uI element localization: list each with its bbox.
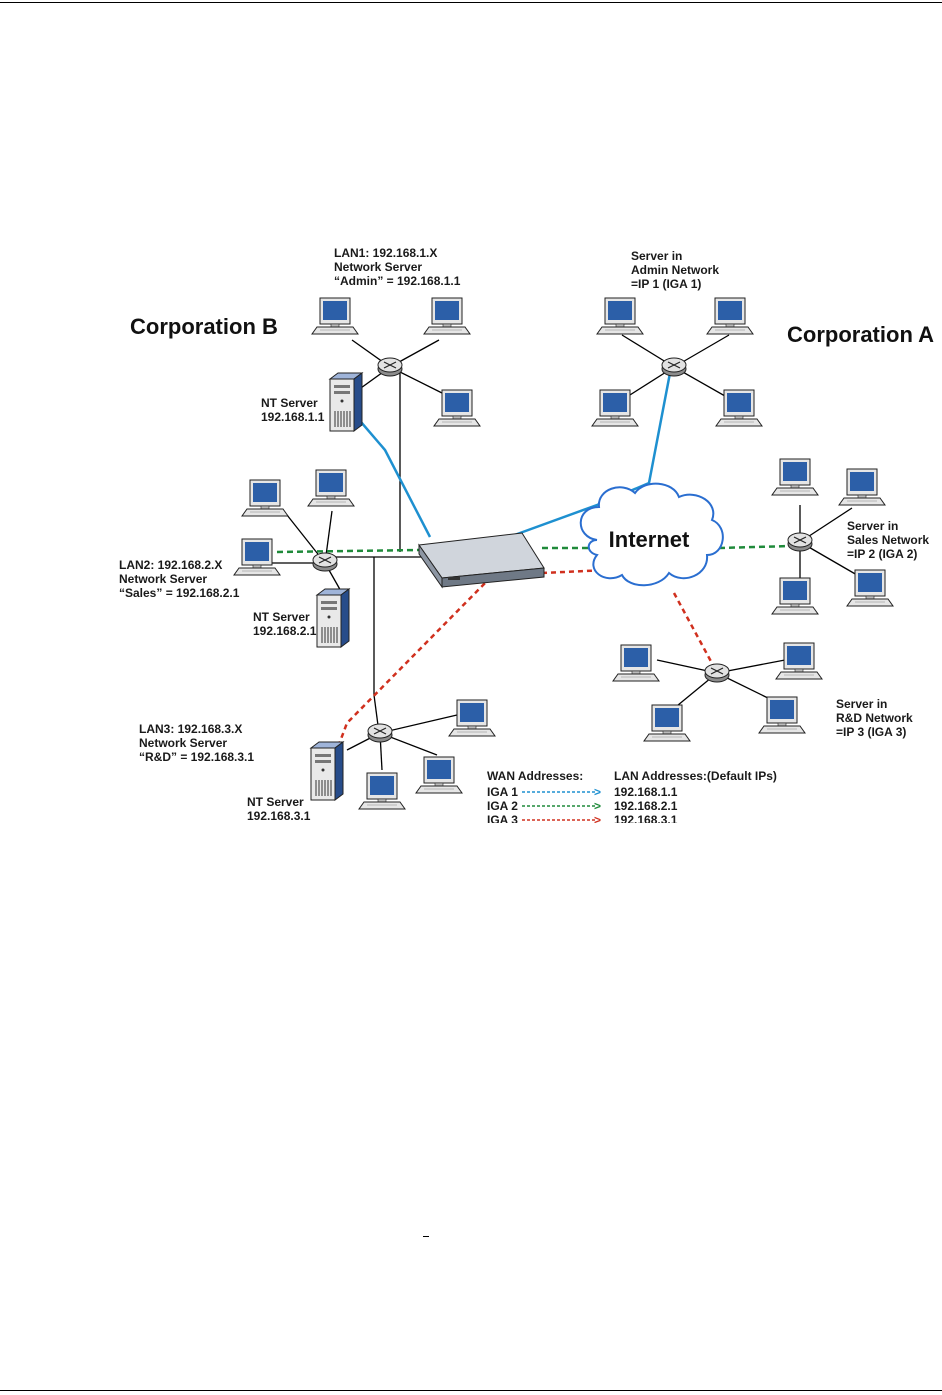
legend-row-wan: IGA 3 bbox=[487, 813, 518, 823]
lan2-label: LAN2: 192.168.2.X Network Server “Sales”… bbox=[119, 558, 240, 600]
corporation-b-label: Corporation B bbox=[130, 314, 278, 339]
network-diagram: Internet Corporation B Corporation A LAN… bbox=[117, 245, 942, 828]
svg-text:=IP 1 (IGA 1): =IP 1 (IGA 1) bbox=[631, 277, 701, 291]
server-sales-label: Server in Sales Network =IP 2 (IGA 2) bbox=[847, 519, 929, 561]
nt-server-2-icon bbox=[316, 588, 350, 648]
legend-row-lan: 192.168.3.1 bbox=[614, 813, 678, 823]
legend-row-arrowhead: > bbox=[594, 799, 601, 813]
internet-label: Internet bbox=[609, 527, 690, 552]
iga2-links bbox=[276, 544, 792, 554]
legend-lan-header: LAN Addresses:(Default IPs) bbox=[614, 769, 777, 783]
svg-text:Server in: Server in bbox=[631, 249, 682, 263]
computer-icon bbox=[612, 644, 660, 682]
nt-server-3-icon bbox=[310, 741, 344, 801]
computer-icon bbox=[423, 297, 471, 335]
svg-text:192.168.2.1: 192.168.2.1 bbox=[253, 624, 317, 638]
server-admin-label: Server in Admin Network =IP 1 (IGA 1) bbox=[631, 249, 719, 291]
nt-server-1-icon bbox=[329, 372, 363, 432]
legend-row-wan: IGA 1 bbox=[487, 785, 518, 799]
gateway-router-icon bbox=[418, 532, 545, 589]
svg-text:Network Server: Network Server bbox=[139, 736, 227, 750]
computer-icon bbox=[758, 696, 806, 734]
computer-icon bbox=[358, 772, 406, 810]
svg-text:Server in: Server in bbox=[847, 519, 898, 533]
address-legend: WAN Addresses: LAN Addresses:(Default IP… bbox=[487, 769, 777, 827]
svg-text:192.168.1.1: 192.168.1.1 bbox=[261, 410, 325, 424]
legend-wan-header: WAN Addresses: bbox=[487, 769, 583, 783]
legend-row-wan: IGA 2 bbox=[487, 799, 518, 813]
nt-server-1-label: NT Server 192.168.1.1 bbox=[261, 396, 325, 424]
svg-text:LAN3: 192.168.3.X: LAN3: 192.168.3.X bbox=[139, 722, 242, 736]
legend-row-lan: 192.168.2.1 bbox=[614, 799, 678, 813]
computer-icon bbox=[241, 479, 289, 517]
computer-icon bbox=[771, 458, 819, 496]
lan3-label: LAN3: 192.168.3.X Network Server “R&D” =… bbox=[139, 722, 254, 764]
computer-icon bbox=[596, 297, 644, 335]
svg-text:Sales Network: Sales Network bbox=[847, 533, 929, 547]
computer-icon bbox=[415, 756, 463, 794]
stray-mark bbox=[423, 1236, 429, 1237]
remote-rd-hub-icon bbox=[704, 663, 730, 683]
computer-icon bbox=[706, 297, 754, 335]
svg-text:NT Server: NT Server bbox=[261, 396, 318, 410]
svg-text:NT Server: NT Server bbox=[253, 610, 310, 624]
computer-icon bbox=[591, 389, 639, 427]
svg-text:“Admin” = 192.168.1.1: “Admin” = 192.168.1.1 bbox=[334, 274, 461, 288]
computer-icon bbox=[311, 297, 359, 335]
computer-icon bbox=[846, 569, 894, 607]
nt-server-2-label: NT Server 192.168.2.1 bbox=[253, 610, 317, 638]
computer-icon bbox=[838, 468, 886, 506]
sales-lan-hub-icon bbox=[312, 552, 338, 572]
computer-icon bbox=[771, 577, 819, 615]
computer-icon bbox=[643, 704, 691, 742]
remote-sales-hub-icon bbox=[787, 532, 813, 552]
legend-row-lan: 192.168.1.1 bbox=[614, 785, 678, 799]
svg-text:Network Server: Network Server bbox=[334, 260, 422, 274]
page-top-rule bbox=[0, 2, 942, 3]
svg-text:Admin Network: Admin Network bbox=[631, 263, 719, 277]
computer-icon bbox=[433, 389, 481, 427]
computer-icon bbox=[233, 538, 281, 576]
svg-text:=IP 3 (IGA 3): =IP 3 (IGA 3) bbox=[836, 725, 906, 739]
server-rd-label: Server in R&D Network =IP 3 (IGA 3) bbox=[836, 697, 913, 739]
page-bottom-rule bbox=[0, 1390, 942, 1391]
admin-lan-hub-icon bbox=[377, 357, 403, 377]
legend-row-arrowhead: > bbox=[594, 813, 601, 823]
svg-text:NT Server: NT Server bbox=[247, 795, 304, 809]
svg-text:R&D Network: R&D Network bbox=[836, 711, 913, 725]
svg-text:“R&D” = 192.168.3.1: “R&D” = 192.168.3.1 bbox=[139, 750, 254, 764]
svg-text:192.168.3.1: 192.168.3.1 bbox=[247, 809, 311, 823]
computer-icon bbox=[448, 699, 496, 737]
svg-text:Server in: Server in bbox=[836, 697, 887, 711]
svg-text:=IP 2 (IGA 2): =IP 2 (IGA 2) bbox=[847, 547, 917, 561]
svg-text:“Sales” = 192.168.2.1: “Sales” = 192.168.2.1 bbox=[119, 586, 240, 600]
svg-text:LAN1: 192.168.1.X: LAN1: 192.168.1.X bbox=[334, 246, 437, 260]
svg-text:LAN2: 192.168.2.X: LAN2: 192.168.2.X bbox=[119, 558, 222, 572]
nt-server-3-label: NT Server 192.168.3.1 bbox=[247, 795, 311, 823]
corporation-a-label: Corporation A bbox=[787, 322, 934, 347]
legend-row-arrowhead: > bbox=[594, 785, 601, 799]
svg-text:Network Server: Network Server bbox=[119, 572, 207, 586]
remote-admin-hub-icon bbox=[661, 357, 687, 377]
lan1-label: LAN1: 192.168.1.X Network Server “Admin”… bbox=[334, 246, 461, 288]
internet-cloud-icon: Internet bbox=[579, 482, 724, 587]
rd-lan-hub-icon bbox=[367, 723, 393, 743]
computer-icon bbox=[307, 469, 355, 507]
